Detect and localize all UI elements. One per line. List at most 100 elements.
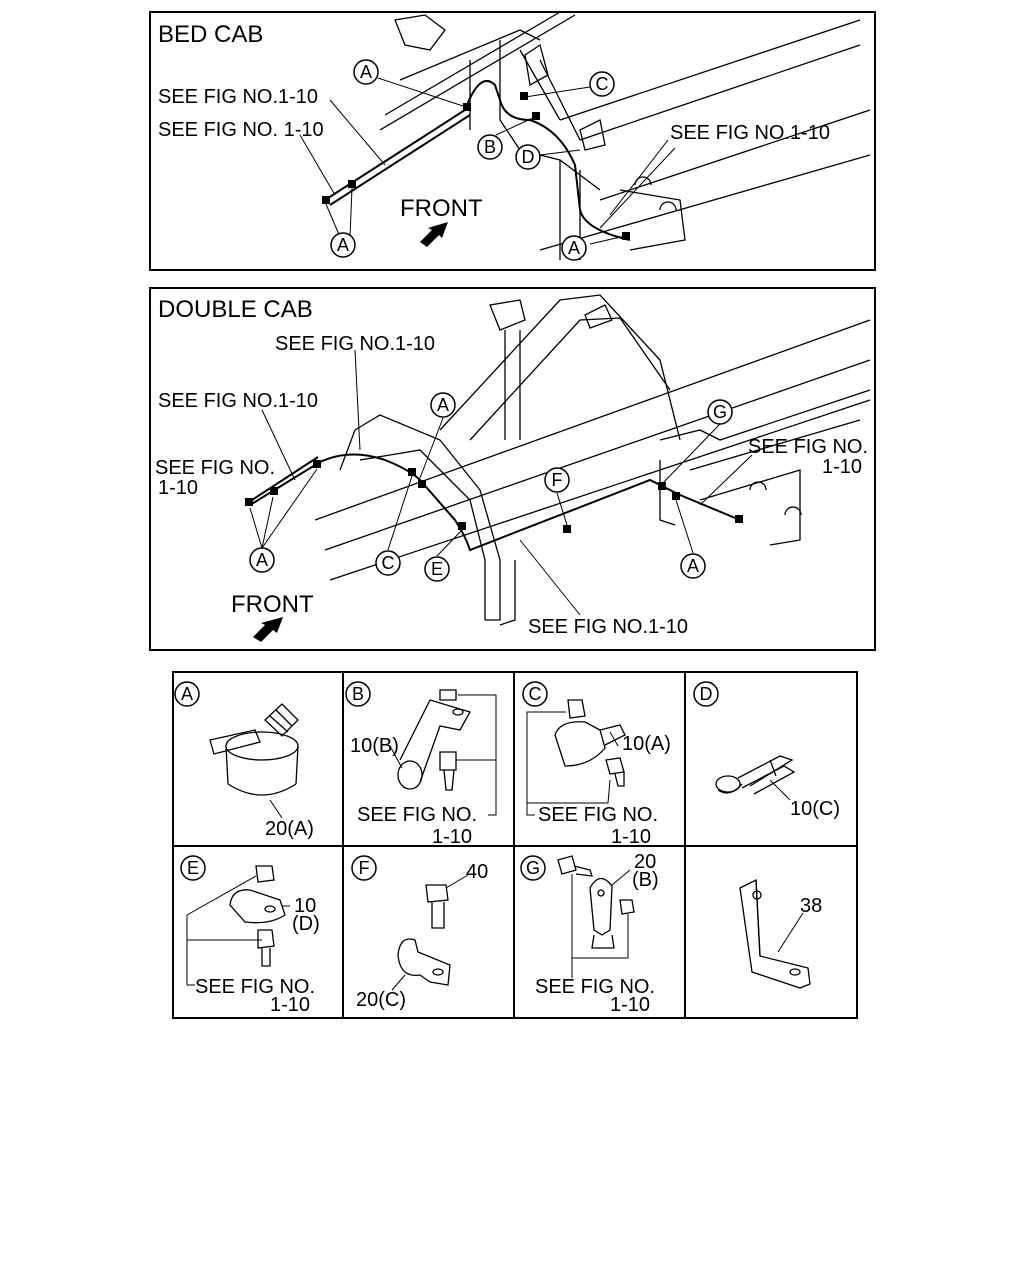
- part-38-label: 38: [800, 895, 822, 917]
- bed-cab-ref-1: SEE FIG NO.1-10: [158, 86, 318, 108]
- svg-text:A: A: [181, 684, 193, 704]
- svg-text:F: F: [552, 470, 563, 490]
- double-cab-title: DOUBLE CAB: [158, 296, 313, 323]
- callout: A: [430, 392, 456, 418]
- double-cab-frame-drawing: [314, 294, 871, 626]
- e-clip-drawing: [229, 865, 286, 967]
- part-c-ref: SEE FIG NO.: [538, 804, 658, 826]
- callout: A: [174, 681, 200, 707]
- part-g-label: 20: [634, 851, 656, 873]
- part-c-label: 10(A): [622, 733, 671, 755]
- svg-text:C: C: [529, 684, 542, 704]
- double-cab-ref-far-left-2: 1-10: [158, 477, 198, 499]
- part-cell-38: 38: [739, 878, 822, 989]
- part-f-label-clip: 20(C): [356, 989, 406, 1011]
- svg-text:A: A: [437, 395, 449, 415]
- part-b-ref-num: 1-10: [432, 826, 472, 848]
- part-e-label-sub: (D): [292, 913, 320, 935]
- callout: F: [351, 855, 377, 881]
- bed-cab-leaders: [299, 77, 676, 245]
- part-d-label: 10(C): [790, 798, 840, 820]
- callout: A: [249, 547, 275, 573]
- callout: C: [522, 681, 548, 707]
- part-cell-b: B 10(B) SEE FIG NO. 1-10: [345, 681, 497, 848]
- part-g-ref-num: 1-10: [610, 994, 650, 1016]
- bed-cab-title: BED CAB: [158, 21, 263, 48]
- part-b-ref: SEE FIG NO.: [357, 804, 477, 826]
- part-f-label-bolt: 40: [466, 861, 488, 883]
- double-cab-front-arrow-icon: [253, 617, 283, 642]
- callout: B: [345, 681, 371, 707]
- part-g-ref: SEE FIG NO.: [535, 976, 655, 998]
- part-cell-a: A 20(A): [174, 681, 314, 840]
- callout: D: [515, 144, 541, 170]
- callout: F: [544, 467, 570, 493]
- double-cab-ref-left: SEE FIG NO.1-10: [158, 390, 318, 412]
- svg-text:A: A: [256, 550, 268, 570]
- svg-text:A: A: [337, 235, 349, 255]
- svg-text:E: E: [187, 858, 199, 878]
- callout: A: [561, 235, 587, 261]
- part-a-label: 20(A): [265, 818, 314, 840]
- svg-text:C: C: [382, 553, 395, 573]
- g-strap-drawing: [557, 855, 635, 949]
- bed-cab-front-label: FRONT: [400, 195, 483, 222]
- callout: A: [330, 232, 356, 258]
- callout: C: [375, 550, 401, 576]
- bed-cab-ref-2: SEE FIG NO. 1-10: [158, 119, 324, 141]
- svg-text:C: C: [596, 74, 609, 94]
- svg-text:E: E: [431, 559, 443, 579]
- l-bracket-drawing: [739, 878, 811, 989]
- pipe-clip-drawing: [715, 755, 796, 795]
- svg-text:D: D: [522, 147, 535, 167]
- callout: A: [680, 553, 706, 579]
- svg-text:G: G: [713, 402, 727, 422]
- parts-table: A 20(A) B: [172, 671, 858, 1019]
- callout: E: [424, 556, 450, 582]
- svg-text:A: A: [687, 556, 699, 576]
- double-cab-ref-bottom: SEE FIG NO.1-10: [528, 616, 688, 638]
- double-cab-ref-top: SEE FIG NO.1-10: [275, 333, 435, 355]
- part-cell-c: C 10(A) SEE FIG NO. 1-10: [522, 681, 671, 848]
- svg-text:B: B: [352, 684, 364, 704]
- svg-text:D: D: [700, 684, 713, 704]
- part-b-label: 10(B): [350, 735, 399, 757]
- part-cell-g: G 20 (B) SEE FIG NO. 1-10: [520, 851, 659, 1016]
- double-cab-ref-right-2: 1-10: [822, 456, 862, 478]
- svg-text:F: F: [359, 858, 370, 878]
- part-e-ref: SEE FIG NO.: [195, 976, 315, 998]
- bracket-drawing: [397, 689, 471, 791]
- svg-text:G: G: [526, 858, 540, 878]
- double-cab-front-label: FRONT: [231, 591, 314, 618]
- callout: A: [353, 59, 379, 85]
- part-c-ref-num: 1-10: [611, 826, 651, 848]
- double-cab-ref-far-left-1: SEE FIG NO.: [155, 457, 275, 479]
- bed-cab-clamps: [322, 92, 630, 240]
- callout: B: [477, 134, 503, 160]
- callout: G: [707, 399, 733, 425]
- bed-cab-brake-pipe: [324, 79, 631, 241]
- part-cell-e: E 10 (D) SEE FIG NO. 1-10: [180, 855, 320, 1016]
- bed-cab-panel: BED CAB: [149, 11, 876, 271]
- svg-text:A: A: [360, 62, 372, 82]
- hose-clamp-drawing: [209, 703, 299, 796]
- double-cab-ref-right-1: SEE FIG NO.: [748, 436, 868, 458]
- double-cab-leaders: [249, 349, 753, 616]
- svg-text:B: B: [484, 137, 496, 157]
- double-cab-panel: DOUBLE CAB: [149, 287, 876, 651]
- part-cell-f: F 40 20(C): [351, 855, 488, 1011]
- bed-cab-frame-drawing: [379, 11, 871, 260]
- bed-cab-frame: [149, 11, 876, 271]
- part-e-ref-num: 1-10: [270, 994, 310, 1016]
- part-e-label: 10: [294, 895, 316, 917]
- part-cell-d: D 10(C): [693, 681, 840, 820]
- clip-drawing: [554, 699, 626, 787]
- callout: D: [693, 681, 719, 707]
- double-cab-brake-pipe: [249, 453, 741, 552]
- callout: E: [180, 855, 206, 881]
- f-bolt-clip-drawing: [397, 884, 451, 986]
- part-g-label-sub: (B): [632, 869, 659, 891]
- double-cab-frame: [149, 287, 876, 651]
- bed-cab-front-arrow-icon: [420, 222, 448, 247]
